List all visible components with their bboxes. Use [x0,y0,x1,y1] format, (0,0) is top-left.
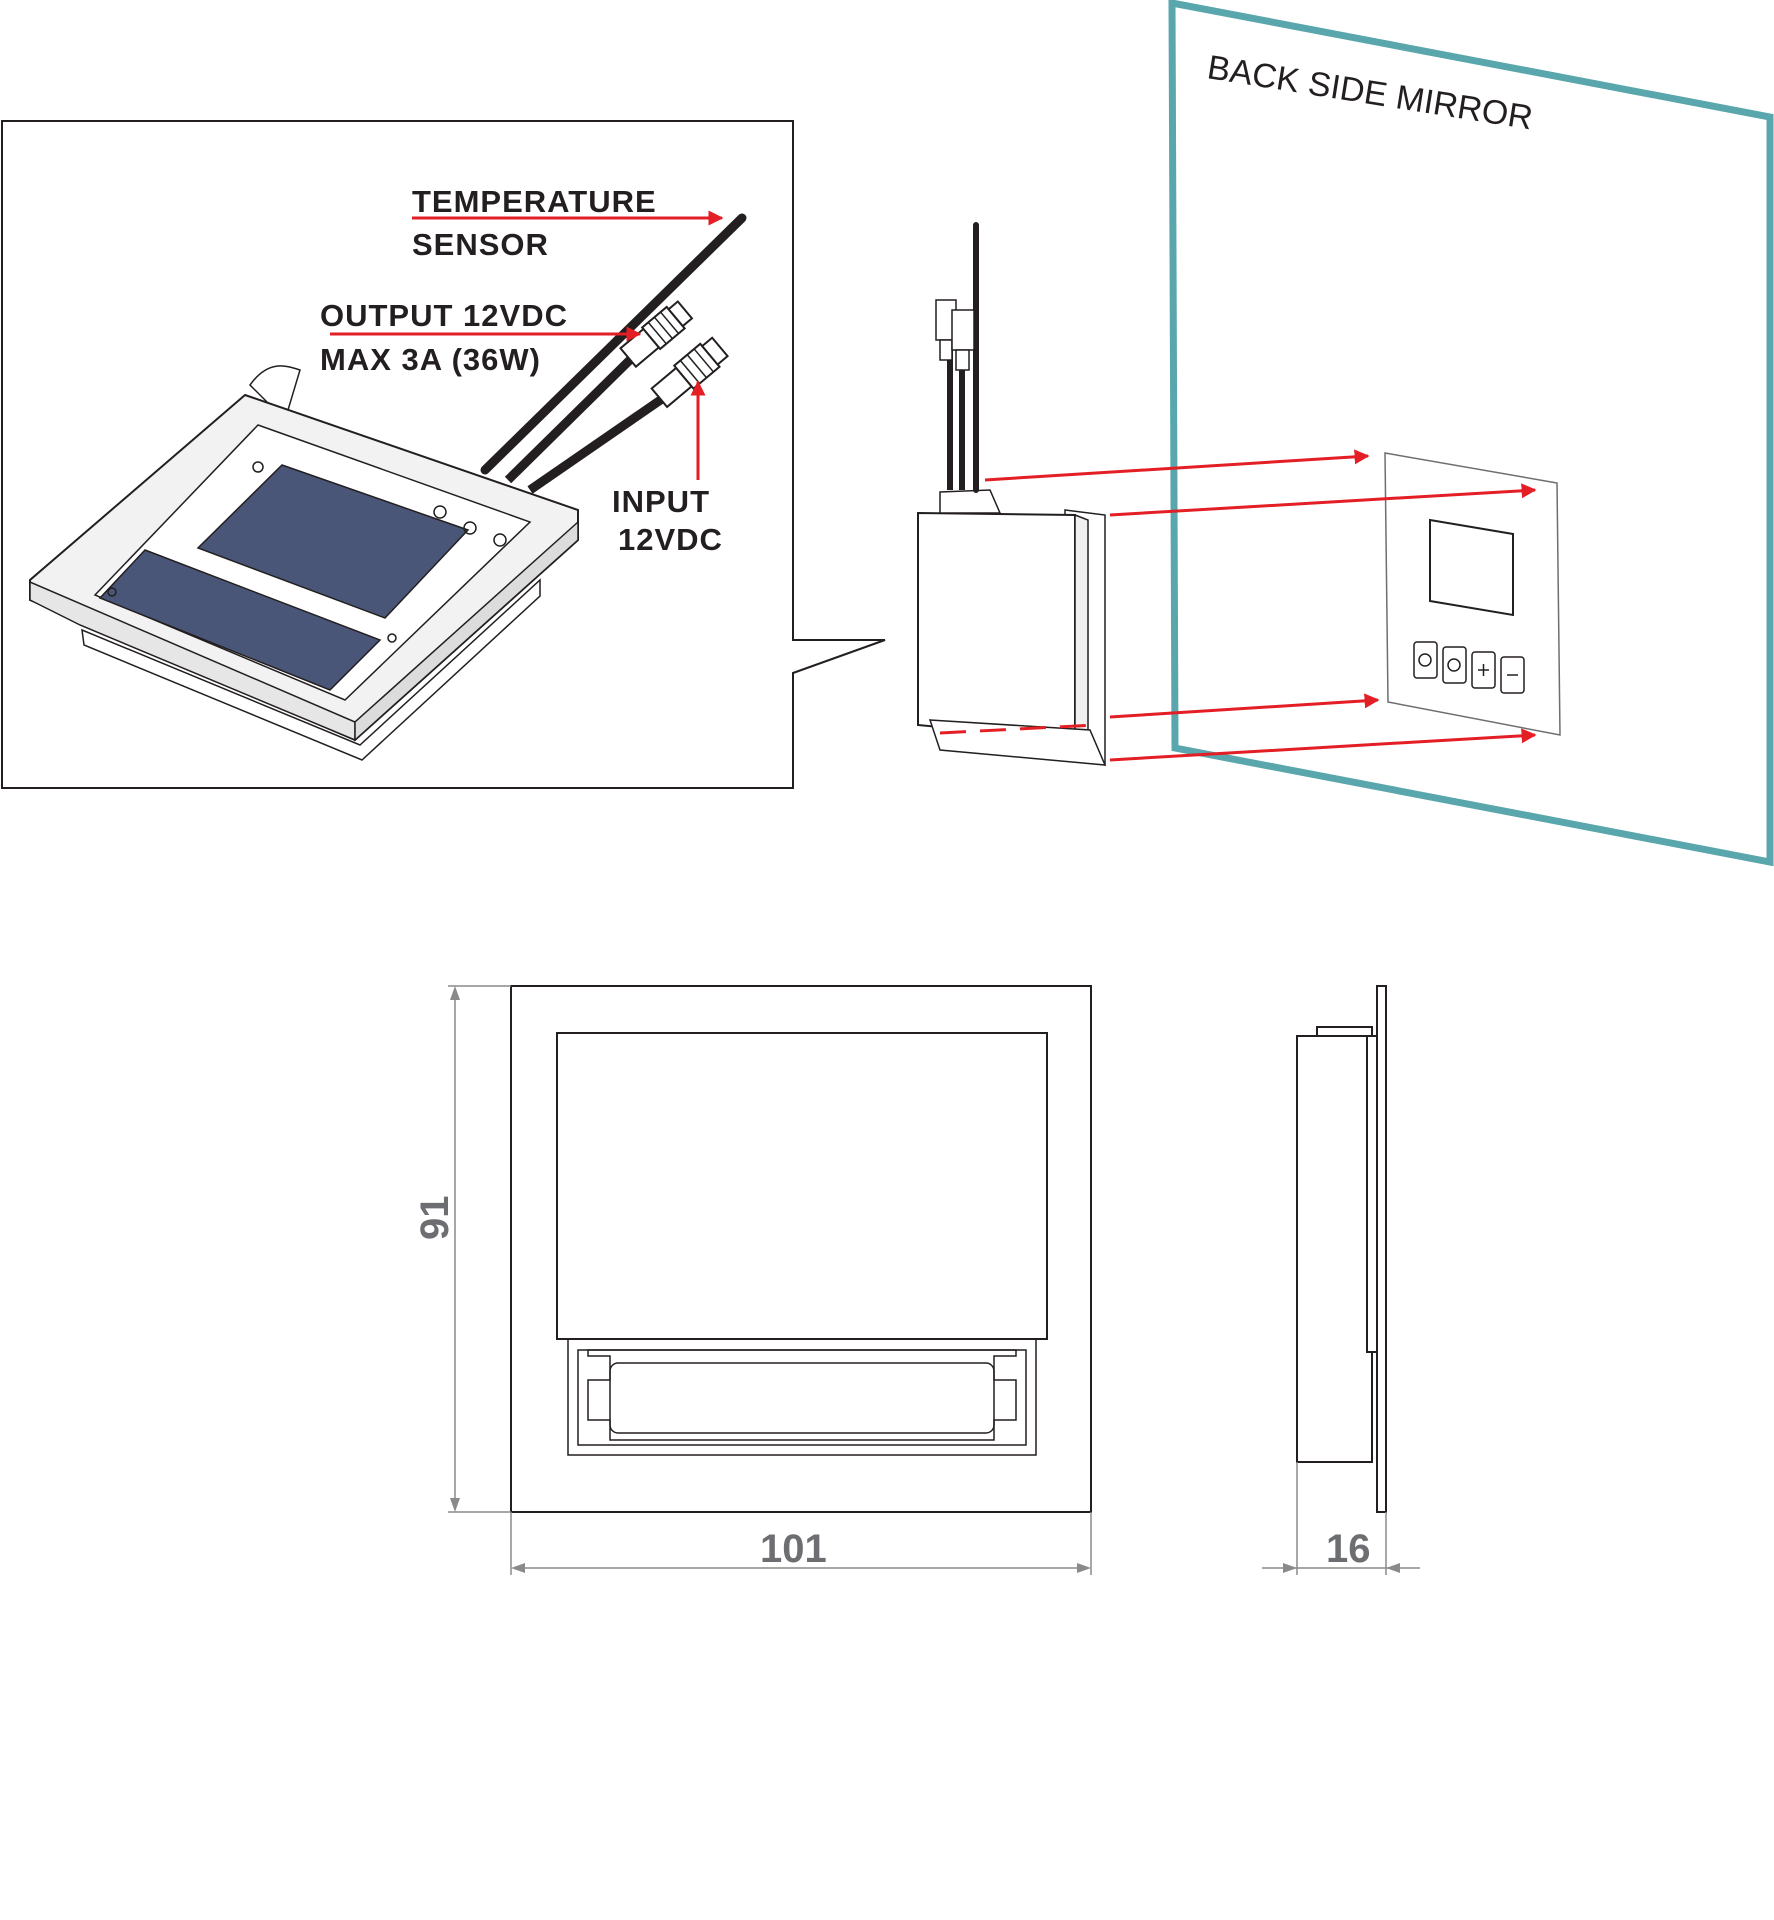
light-icon [1442,646,1467,684]
assembly-arrows [939,449,1537,762]
cables-callout [480,213,747,494]
plus-icon [1471,651,1496,689]
depth-dimension [1262,1462,1420,1575]
input-label-line2: 12VDC [618,522,723,557]
temperature-sensor-label-line1: TEMPERATURE [412,184,657,219]
callout-arrows [330,210,724,480]
depth-value: 16 [1326,1527,1371,1571]
temperature-sensor-label-line2: SENSOR [412,227,549,262]
front-view [510,985,1092,1513]
side-view [1296,985,1387,1513]
input-label-line1: INPUT [612,484,710,519]
width-value: 101 [760,1527,827,1571]
minus-icon [1500,656,1525,694]
mirror-panel [1168,0,1774,867]
power-icon [1413,641,1438,679]
detail-callout [1,120,886,789]
controller-box [917,222,1107,766]
width-dimension [510,1512,1092,1575]
controller-perspective [29,365,579,761]
front-touch-panel [1384,452,1561,736]
height-value: 91 [413,1196,457,1241]
output-label-line2: MAX 3A (36W) [320,342,541,377]
output-label-line1: OUTPUT 12VDC [320,298,568,333]
height-dimension [448,985,511,1513]
